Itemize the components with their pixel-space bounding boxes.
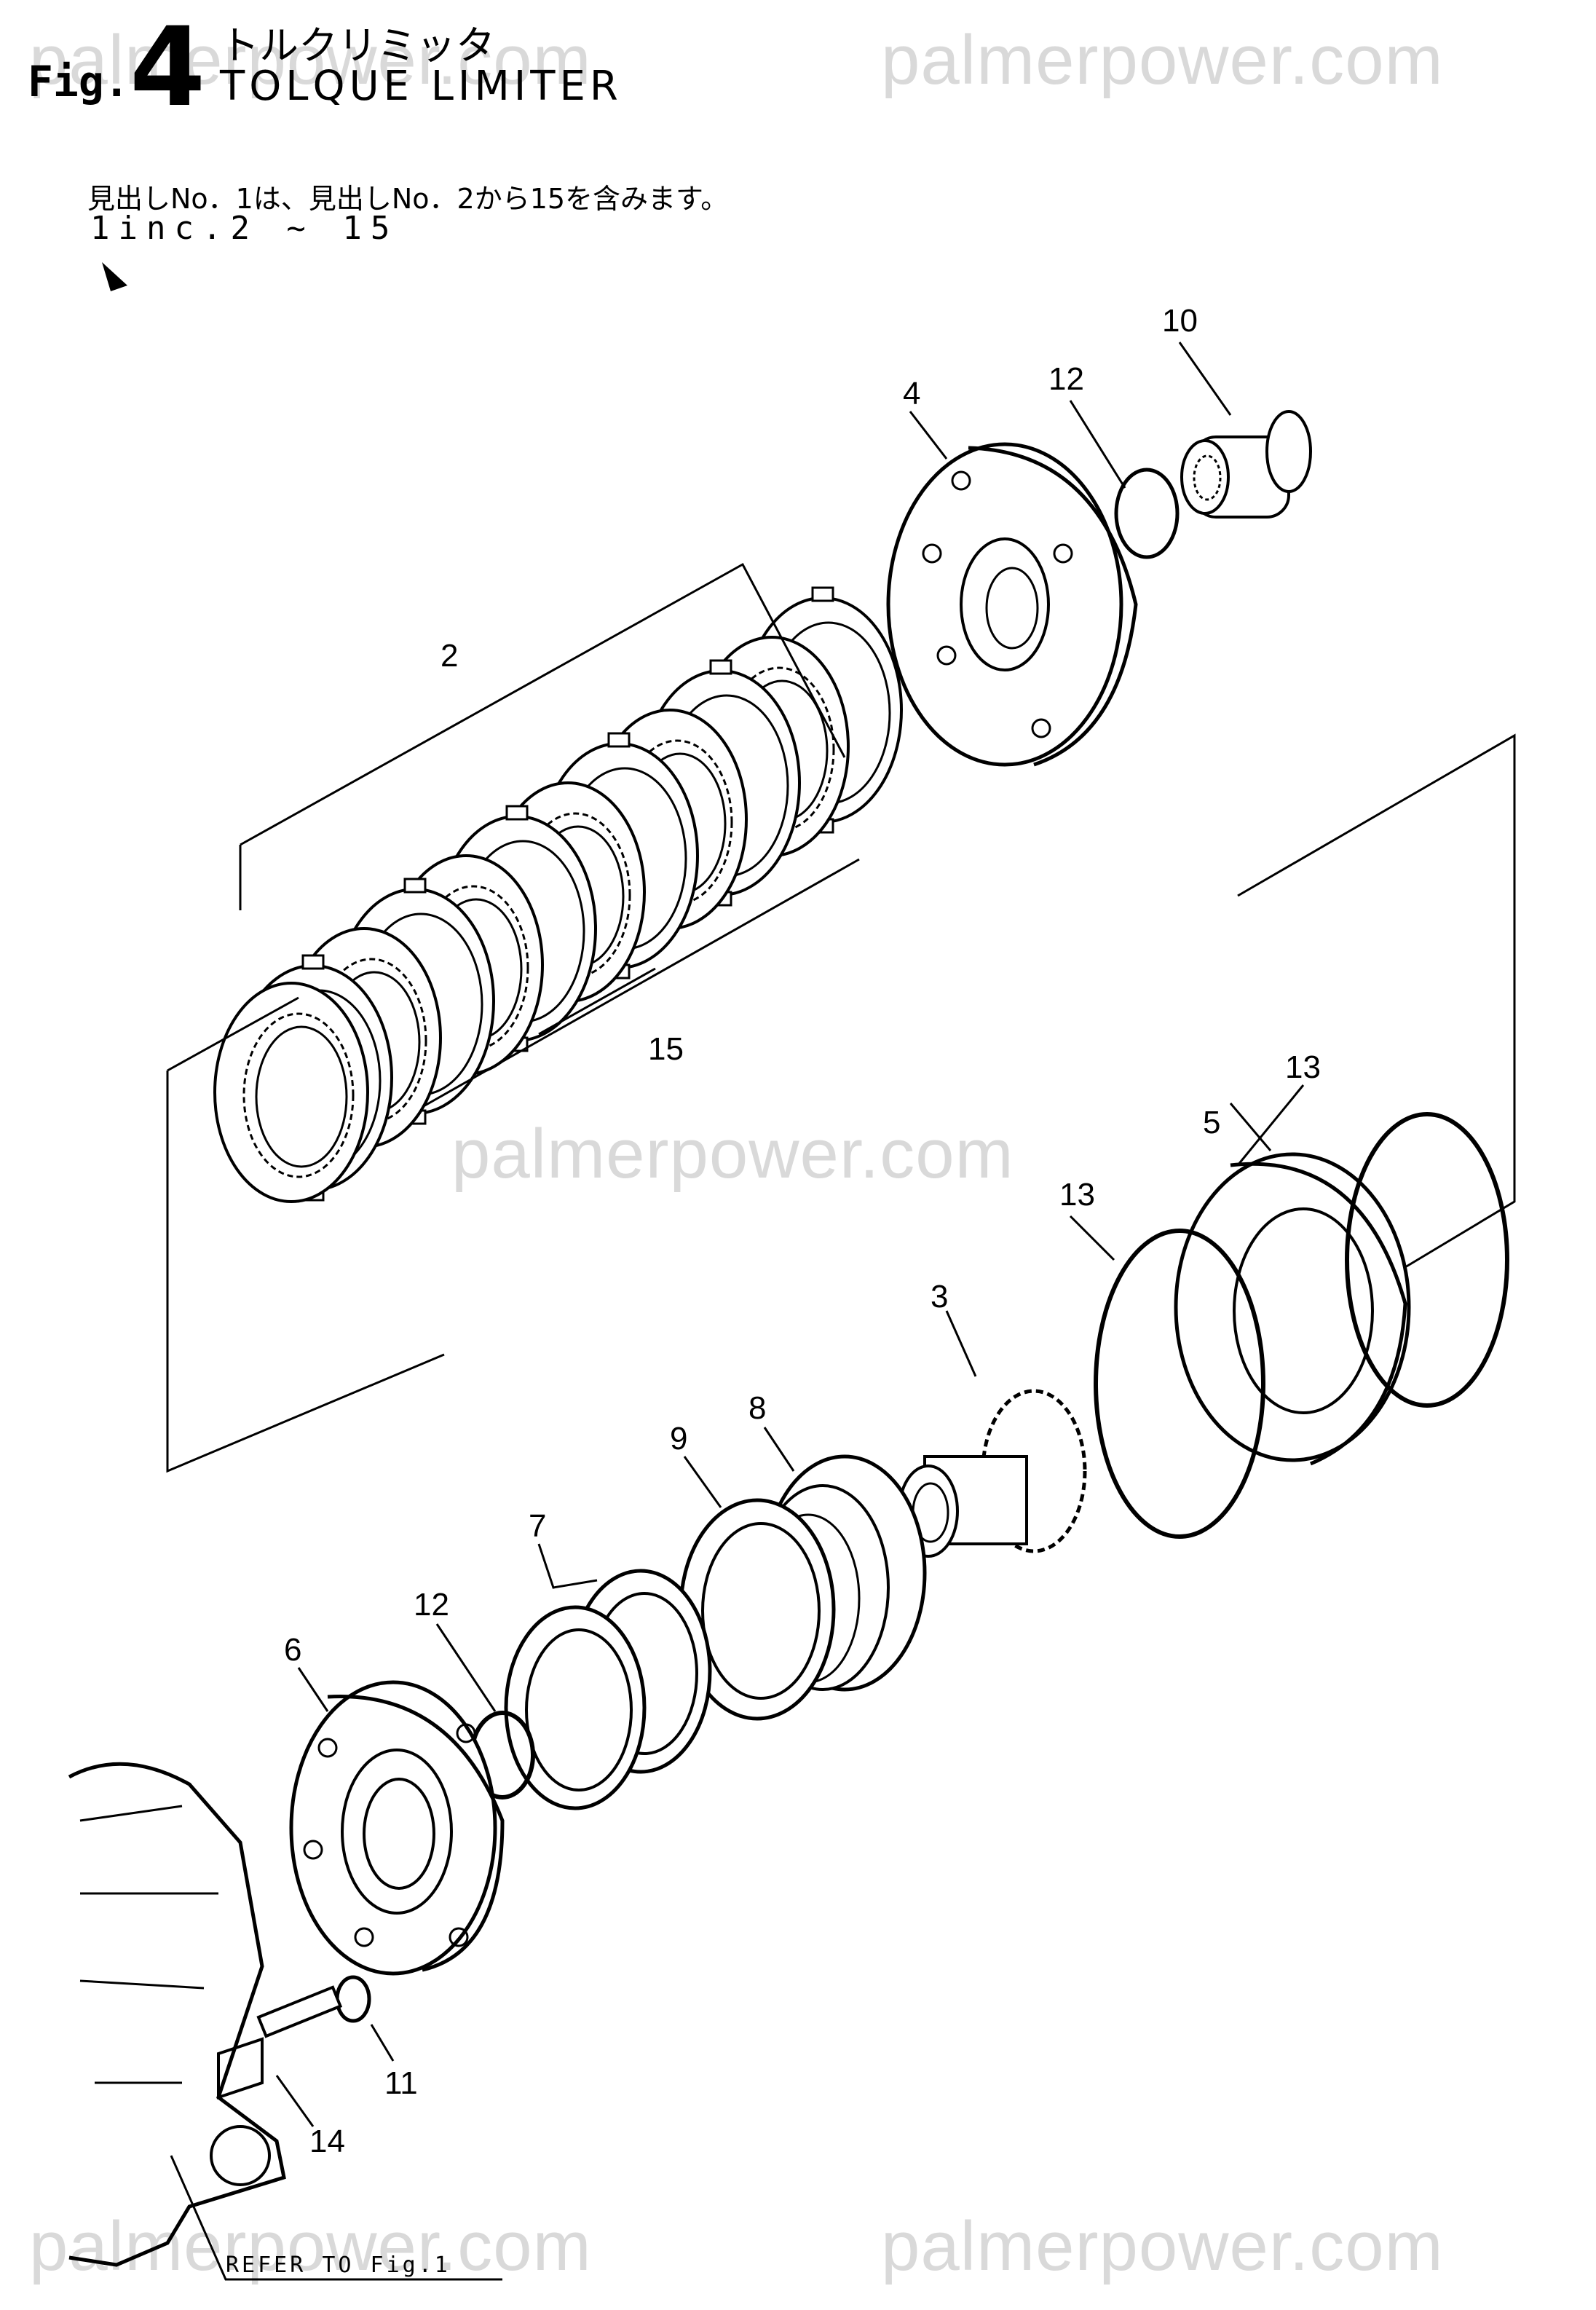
part-label: 4 <box>903 376 920 411</box>
watermark: palmerpower.com <box>29 2207 592 2285</box>
part-13-ring-outer <box>1345 1112 1509 1408</box>
part-label: 6 <box>284 1632 301 1668</box>
part-label: 10 <box>1162 303 1198 339</box>
part-14-bolt <box>217 1985 343 2100</box>
part-10-fitting <box>1180 410 1312 519</box>
part-label: 12 <box>1048 361 1084 397</box>
part-9-washer <box>679 1498 836 1721</box>
part-label: 14 <box>309 2124 345 2159</box>
inclusion-note-japanese: 見出しNo．1は、見出しNo．2から15を含みます。 <box>87 183 729 215</box>
part-label: 2 <box>441 638 458 674</box>
part-label: 13 <box>1059 1177 1095 1213</box>
part-label: 13 <box>1285 1049 1321 1085</box>
part-label: 15 <box>648 1031 684 1067</box>
watermark: palmerpower.com <box>881 2207 1444 2285</box>
figure-number: 4 <box>130 4 206 131</box>
figure-prefix: Fig. <box>28 57 130 106</box>
figure-title-japanese: トルクリミッタ <box>220 23 495 68</box>
pointer-arrow-icon <box>102 262 127 291</box>
part-label: 11 <box>384 2065 418 2101</box>
part-3-gear-hub <box>898 1389 1087 1558</box>
watermark: palmerpower.com <box>881 21 1444 99</box>
watermark: palmerpower.com <box>29 21 592 99</box>
part-label: 7 <box>529 1508 546 1544</box>
part-label: 8 <box>748 1390 766 1426</box>
part-7-shims <box>504 1569 712 1810</box>
reference-note: REFER TO Fig.1 <box>226 2252 451 2278</box>
figure-title-english: TOLQUE LIMITER <box>220 63 623 110</box>
part-label: 5 <box>1203 1105 1220 1140</box>
assembly-leader-lines <box>166 733 1516 2281</box>
part-6-flange-cover <box>289 1680 505 1976</box>
part-label: 3 <box>931 1279 948 1314</box>
engine-housing-reference <box>68 1762 286 2267</box>
part-4-drum-cover <box>886 442 1138 767</box>
part-11-washer <box>335 1975 371 2023</box>
label-leaders <box>275 342 1305 2127</box>
part-label: 9 <box>670 1421 687 1456</box>
clutch-pack-parts-2-15 <box>213 562 903 1203</box>
watermark: palmerpower.com <box>451 1115 1014 1193</box>
part-5-housing <box>1174 1152 1411 1466</box>
part-label: 12 <box>414 1587 449 1623</box>
part-12-o-ring-upper <box>1114 468 1180 559</box>
inclusion-note-english: 1inc.2 ~ 15 <box>90 210 399 247</box>
part-13-ring-inner <box>1094 1229 1265 1539</box>
